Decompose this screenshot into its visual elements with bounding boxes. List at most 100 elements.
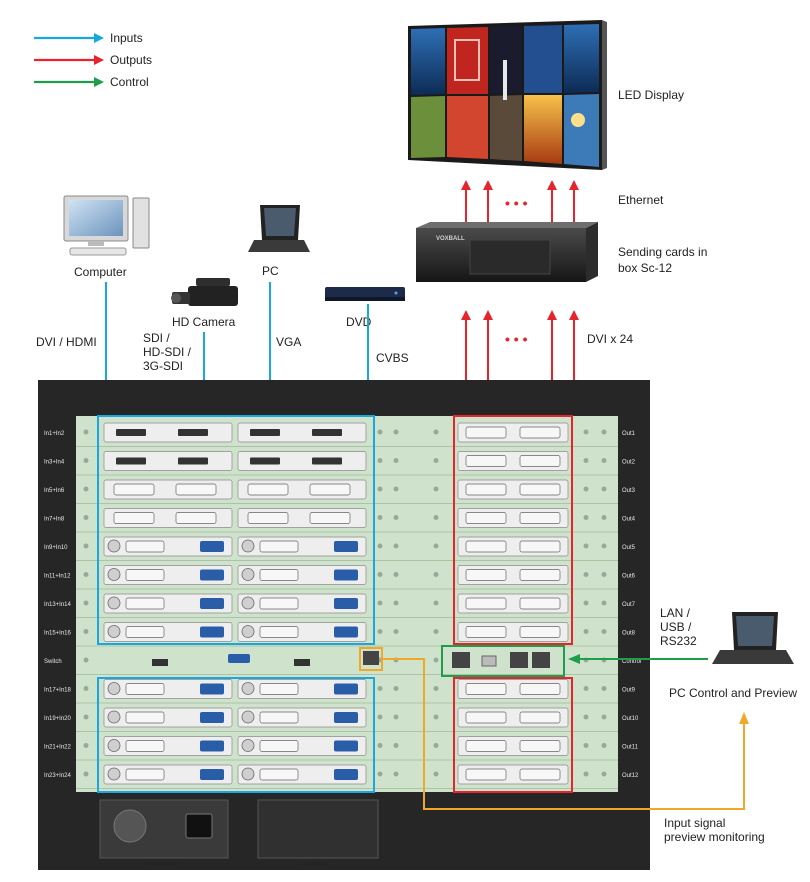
screw [583, 543, 589, 549]
screw [433, 629, 439, 634]
led-tile [447, 27, 488, 94]
bnc-port [107, 767, 121, 781]
vga-label: VGA [276, 335, 301, 349]
screw [83, 657, 89, 663]
screw [377, 743, 383, 748]
input-row-label: In3+In4 [44, 460, 65, 466]
dvi-port [259, 740, 299, 752]
screw [83, 486, 89, 492]
preview-line [382, 658, 745, 810]
input-row-label: In7+In8 [44, 517, 65, 523]
dvi-port [309, 512, 351, 524]
screw [601, 486, 607, 492]
legend: Inputs Outputs Control [34, 31, 152, 89]
dvi-port [175, 483, 217, 496]
ethernet-arrowhead [547, 180, 557, 190]
ethernet-arrowhead [569, 180, 579, 190]
upper-output-group-outline [453, 415, 573, 645]
output-row-label: Out11 [622, 745, 639, 751]
bnc-port [241, 539, 255, 553]
vga-port [334, 683, 358, 695]
computer-stand [88, 241, 104, 246]
dvi-port [247, 512, 289, 524]
input-row-label: In13+In14 [44, 602, 72, 608]
screw [393, 743, 399, 748]
screw [433, 429, 439, 435]
dvi-output-port [519, 626, 561, 638]
input-row-label: In15+In16 [44, 631, 72, 637]
screw [393, 771, 399, 777]
bnc-port [107, 739, 121, 752]
screw [377, 771, 383, 777]
dvi-output-arrowhead [547, 310, 557, 320]
screw [377, 515, 383, 520]
screw [433, 543, 439, 549]
screw [393, 458, 399, 463]
dvi-output-port [465, 540, 507, 553]
dvi-output-port [465, 569, 507, 581]
dvi-port [125, 711, 165, 724]
dvi-port [125, 569, 165, 581]
bnc-port [107, 682, 121, 695]
input-row-label: In23+In24 [44, 773, 72, 779]
vga-port [200, 569, 224, 581]
dvi-output-port [519, 540, 561, 553]
led-tile [447, 96, 488, 159]
dvi-switch-port [228, 654, 250, 663]
screw [83, 429, 89, 435]
dvd-body [325, 287, 405, 300]
control-connection: LAN / USB / RS232 [568, 606, 708, 664]
hdmi-port [116, 457, 146, 465]
screw [83, 686, 89, 691]
sending-box-brand: VOXBALL [436, 236, 465, 242]
led-display-side [602, 20, 607, 170]
output-row-label: Out2 [622, 460, 636, 466]
screw [393, 686, 399, 691]
screw [393, 486, 399, 492]
screw [393, 515, 399, 520]
screw [583, 771, 589, 777]
screw [377, 486, 383, 492]
screw [601, 543, 607, 549]
dvi-output-port [519, 426, 561, 439]
dvi-port [259, 768, 299, 781]
vga-port [200, 541, 224, 552]
output-row-label: Control [622, 659, 641, 665]
hd-camera: HD Camera [171, 278, 238, 329]
hdmi-port [116, 429, 146, 436]
screw [393, 629, 399, 634]
dvi-port [125, 768, 165, 781]
screw [433, 743, 439, 748]
pc-base [248, 240, 310, 252]
ethernet-label: Ethernet [618, 193, 664, 207]
screw [377, 686, 383, 691]
screw [377, 458, 383, 463]
screw [601, 743, 607, 748]
sending-card-box: VOXBALL Sending cards in box Sc-12 [416, 222, 707, 282]
bnc-port [241, 682, 255, 695]
dvi-output-port [465, 455, 507, 467]
control-rj45-port [452, 652, 470, 668]
input-card [237, 422, 367, 443]
dvi-output-port [465, 426, 507, 439]
screw [433, 686, 439, 691]
sending-cards-label-2: box Sc-12 [618, 261, 672, 275]
legend-outputs-arrowhead [94, 55, 104, 65]
led-display-label: LED Display [618, 88, 684, 102]
hdmi-port [178, 457, 208, 465]
bnc-port [107, 568, 121, 581]
dvi-port [125, 540, 165, 553]
screw [433, 714, 439, 720]
ethernet-arrowhead [461, 180, 471, 190]
bnc-port [241, 710, 255, 724]
dvi-port [175, 512, 217, 524]
cvbs-label: CVBS [376, 351, 409, 365]
dvi-port [259, 597, 299, 610]
screw [83, 543, 89, 549]
input-row-label: In11+In12 [44, 574, 71, 580]
dvd-player: DVD [325, 287, 405, 329]
input-row-label: In1+In2 [44, 431, 65, 437]
